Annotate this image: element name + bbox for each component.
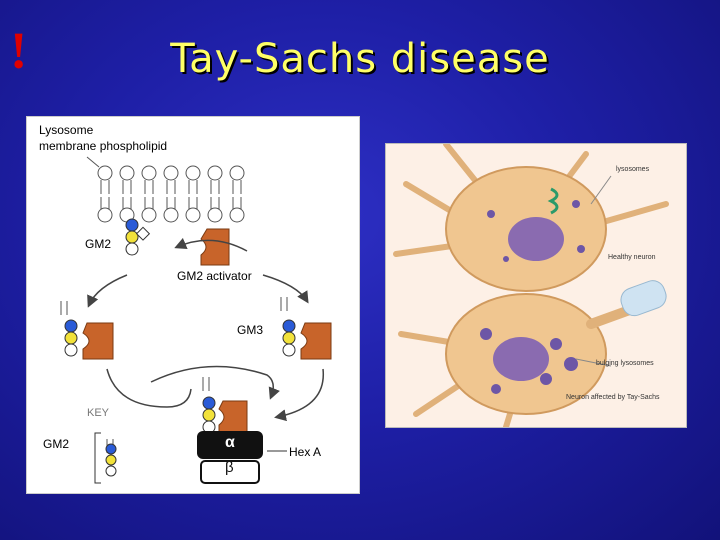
- alpha-subunit-label: α: [225, 434, 235, 451]
- membrane-bilayer: [97, 165, 245, 223]
- lysosome-label-line2: membrane phospholipid: [39, 139, 168, 153]
- arrow-bottom-right: [274, 368, 325, 422]
- arrow-right: [262, 274, 309, 304]
- affected-nucleus: [493, 337, 549, 381]
- hex-a-label: Hex A: [289, 445, 322, 459]
- label-pointer: [86, 156, 100, 168]
- caption-affected-neuron: Neuron affected by Tay-Sachs: [566, 394, 660, 401]
- complex-right: [280, 297, 332, 360]
- hex-a-enzyme: [197, 377, 263, 484]
- gm2-activator-label: GM2 activator: [177, 269, 252, 283]
- lysosome-label-line1: Lysosome: [39, 123, 94, 137]
- arrow-top: [174, 237, 248, 252]
- slide-title: Tay-Sachs disease: [170, 36, 550, 82]
- diagram-graphics: [60, 156, 332, 484]
- neuron-graphics: [393, 144, 669, 427]
- beta-subunit-label: β: [225, 459, 234, 476]
- gm2-label: GM2: [85, 237, 112, 251]
- gm2-activator-protein: [200, 228, 230, 266]
- gm2-ganglioside-membrane: [125, 218, 151, 256]
- neuron-illustration: lysosomes Healthy neuron bulging lysosom…: [385, 143, 687, 428]
- gm2-key-label: GM2: [43, 437, 70, 451]
- arrow-bottom-loop: [150, 365, 280, 400]
- arrow-bottom-left: [106, 368, 192, 408]
- ganglioside-degradation-diagram: Lysosome membrane phospholipid: [26, 116, 360, 494]
- caption-lysosomes: lysosomes: [616, 166, 650, 173]
- healthy-nucleus: [508, 217, 564, 261]
- key-label: KEY: [87, 407, 110, 419]
- caption-bulging-lysosomes: bulging lysosomes: [596, 360, 654, 367]
- myelin-sheath: [620, 280, 667, 317]
- exclamation-mark: !: [10, 23, 28, 80]
- arrow-left: [87, 274, 128, 308]
- complex-left: [60, 301, 114, 360]
- caption-healthy-neuron: Healthy neuron: [608, 254, 656, 261]
- gm3-label: GM3: [237, 323, 264, 337]
- key-legend: [94, 432, 117, 484]
